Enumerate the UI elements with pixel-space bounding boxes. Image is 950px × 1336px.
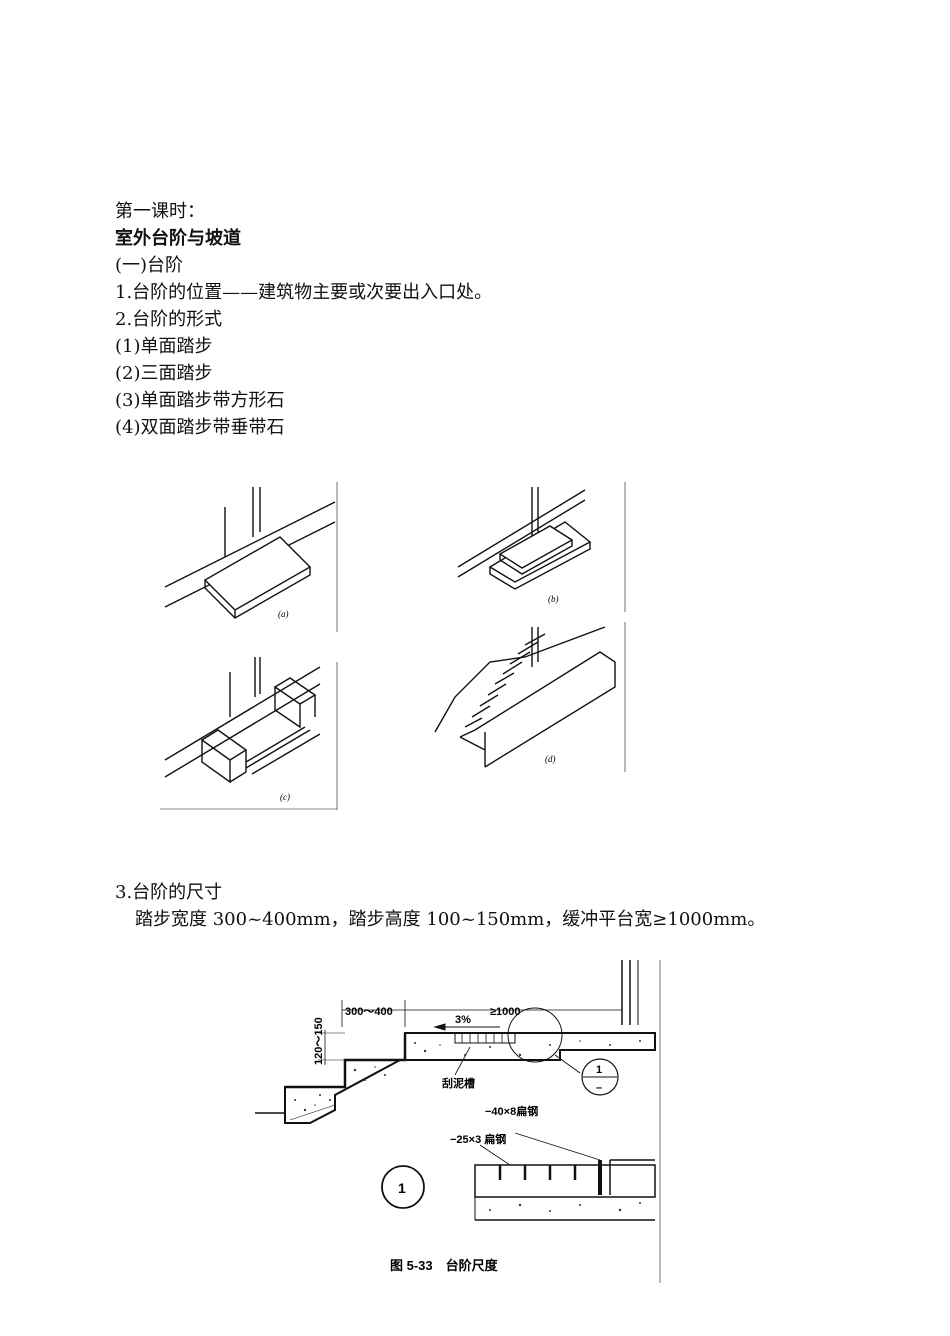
mud-groove-label: 刮泥槽 — [442, 1076, 475, 1090]
detail-ref-bottom: – — [596, 1082, 602, 1094]
step-forms-figure: (a) (b) (c) (d) — [160, 482, 626, 810]
section-heading: (一)台阶 — [115, 255, 184, 276]
item-form-2: (2)三面踏步 — [115, 363, 213, 384]
step-form-b — [457, 482, 626, 612]
dim-tread-width: 300～400 — [345, 1006, 393, 1018]
item-forms: 2.台阶的形式 — [115, 309, 223, 330]
item-form-3: (3)单面踏步带方形石 — [115, 390, 285, 411]
detail-number: 1 — [398, 1180, 406, 1196]
steel-flat-1-label: −40×8扁钢 — [485, 1104, 538, 1118]
item-position: 1.台阶的位置——建筑物主要或次要出入口处。 — [115, 282, 493, 303]
step-form-d — [434, 622, 626, 772]
detail-ref-top: 1 — [596, 1064, 602, 1076]
page-title: 室外台阶与坡道 — [115, 228, 241, 249]
figure-label-b: (b) — [548, 594, 559, 604]
item-form-4: (4)双面踏步带垂带石 — [115, 417, 285, 438]
figure-caption: 图 5-33 台阶尺度 — [390, 1258, 499, 1273]
dim-platform-width: ≥1000 — [490, 1006, 521, 1018]
figure-label-a: (a) — [278, 609, 289, 619]
step-dimension-figure: 300～400 ≥1000 120～150 3% 刮泥槽 1 – −40×8扁钢… — [255, 960, 661, 1283]
dim-riser-height: 120～150 — [313, 1017, 325, 1065]
size-heading: 3.台阶的尺寸 — [115, 882, 223, 903]
figure-label-d: (d) — [545, 754, 556, 764]
lesson-label: 第一课时： — [115, 201, 205, 222]
size-text: 踏步宽度 300~400mm，踏步高度 100~150mm，缓冲平台宽≥1000… — [135, 909, 766, 930]
figure-label-c: (c) — [280, 792, 290, 802]
step-form-c — [160, 657, 338, 810]
step-form-a — [164, 482, 338, 632]
steel-flat-2-label: −25×3 扁钢 — [450, 1132, 506, 1146]
slope-label: 3% — [455, 1014, 471, 1026]
item-form-1: (1)单面踏步 — [115, 336, 213, 357]
